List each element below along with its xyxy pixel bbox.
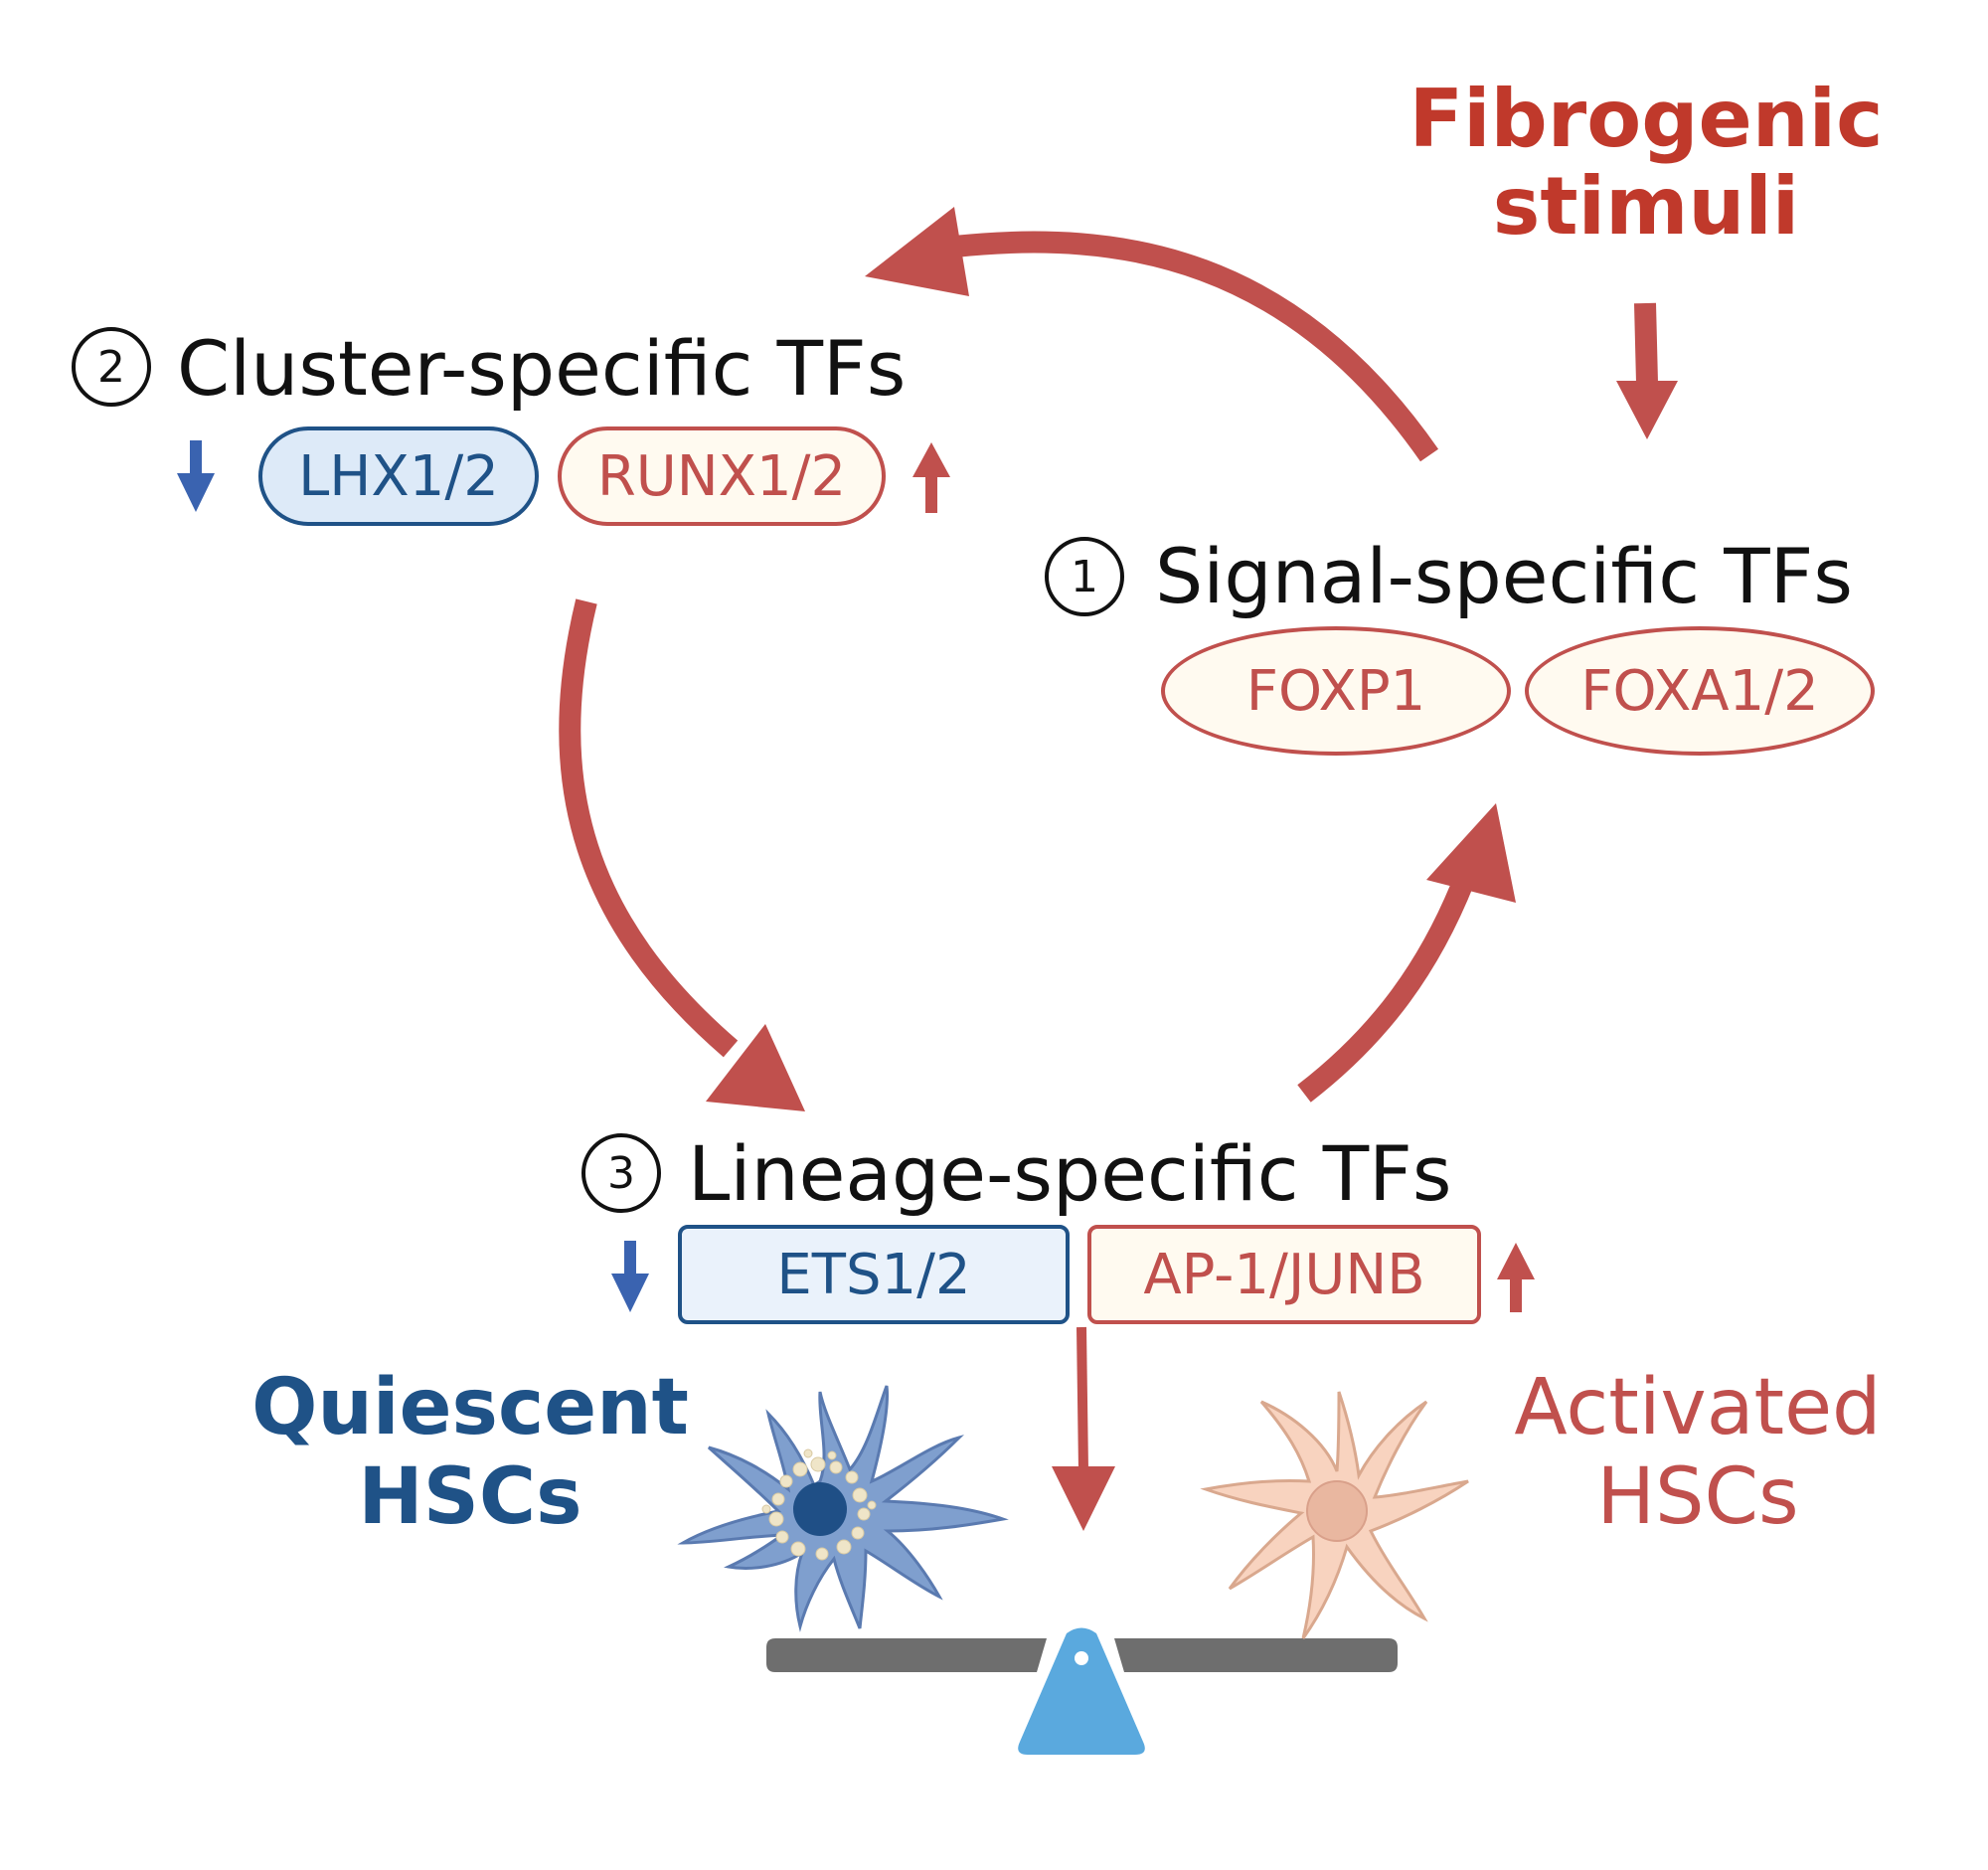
tf-chip-ap1: AP-1/JUNB <box>1087 1225 1481 1324</box>
step-number-1: 1 <box>1045 537 1124 616</box>
cycle-arrow-cluster-to-lineage-head <box>706 1024 805 1111</box>
fulcrum-pivot <box>1075 1651 1088 1665</box>
cycle-arrow-signal-to-cluster-head <box>865 207 969 296</box>
cycle-arrow-lineage-to-signal-head <box>1426 803 1516 903</box>
cycle-arrow-signal-to-cluster <box>952 231 1439 462</box>
balance-beam-right <box>1114 1638 1398 1672</box>
cycle-arrow-cluster-to-lineage <box>559 598 739 1058</box>
signal-title: Signal-specific TFs <box>1155 532 1853 620</box>
ap1-up-arrow-head <box>1497 1243 1535 1279</box>
activated-label-line2: HSCs <box>1596 1452 1799 1542</box>
lhx-down-arrow-head <box>177 473 215 512</box>
step-number-2: 2 <box>72 327 151 407</box>
step-number-3: 3 <box>581 1133 661 1213</box>
tf-chip-lhx: LHX1/2 <box>258 426 539 526</box>
ets-down-arrow-head <box>611 1274 649 1312</box>
balance-beam-left <box>766 1638 1047 1672</box>
runx-up-arrow-head <box>912 442 950 477</box>
stimuli-arrow-head <box>1616 381 1678 439</box>
tf-chip-runx: RUNX1/2 <box>558 426 886 526</box>
quiescent-label-line2: HSCs <box>358 1452 582 1542</box>
balance-arrow <box>1077 1326 1088 1472</box>
tf-chip-ets: ETS1/2 <box>678 1225 1070 1324</box>
balance-arrow-head <box>1052 1466 1115 1531</box>
quiescent-label-line1: Quiescent <box>251 1363 689 1452</box>
cluster-title: Cluster-specific TFs <box>177 324 907 413</box>
quiescent-hsc-cell <box>677 1385 1009 1632</box>
cycle-arrow-lineage-to-signal <box>1297 871 1477 1103</box>
activated-label-line1: Activated <box>1514 1363 1882 1452</box>
lineage-title: Lineage-specific TFs <box>688 1129 1452 1218</box>
stimulus-label-line2: stimuli <box>1492 160 1800 253</box>
stimuli-arrow <box>1634 302 1658 384</box>
activated-hsc-cell <box>1200 1391 1469 1639</box>
balance-fulcrum <box>1018 1627 1145 1755</box>
stimulus-label-line1: Fibrogenic <box>1408 73 1884 165</box>
tf-chip-foxp1: FOXP1 <box>1161 626 1511 756</box>
tf-chip-foxa: FOXA1/2 <box>1525 626 1875 756</box>
